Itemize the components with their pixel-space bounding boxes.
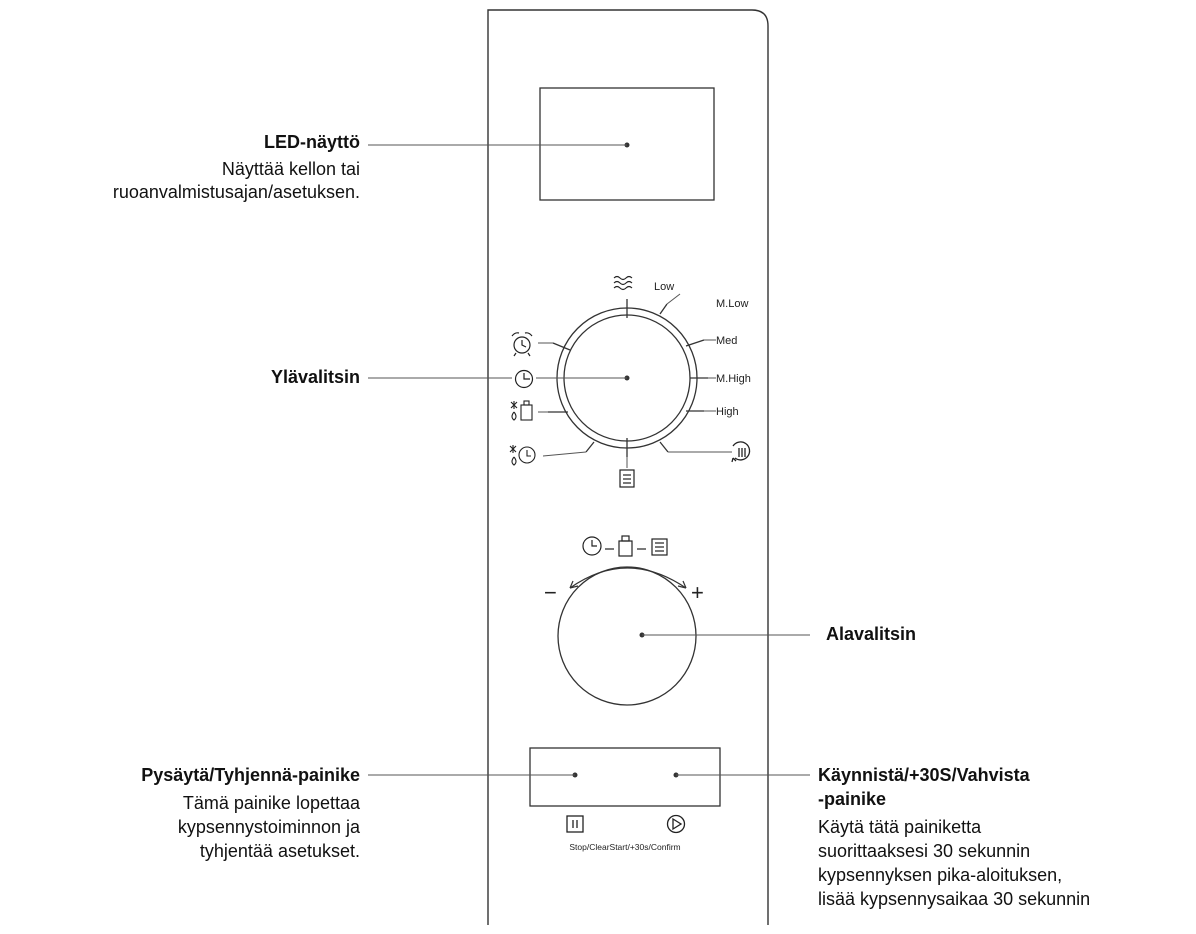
start-callout-line-2: suorittaaksesi 30 sekunnin (818, 841, 1031, 861)
control-panel-outline (487, 9, 769, 925)
weight-icon (618, 540, 633, 557)
start-callout-line-1: Käytä tätä painiketta (818, 817, 982, 837)
power-label-high: High (716, 406, 739, 418)
lower-dial-mode-icons (582, 535, 668, 557)
lower-dial (557, 566, 697, 706)
stop-callout-line-2: kypsennystoiminnon ja (177, 817, 360, 837)
stop-callout-line-1: Tämä painike lopettaa (182, 793, 360, 813)
minus-label: − (544, 580, 557, 605)
grill-combo-icon (731, 441, 751, 463)
upper-dial (538, 293, 732, 468)
led-callout-line-2: ruoanvalmistusajan/asetuksen. (112, 182, 360, 202)
button-strip (529, 747, 721, 807)
led-callout-line-1: Näyttää kellon tai (221, 159, 360, 179)
stop-callout-line-3: tyhjentää asetukset. (199, 841, 360, 861)
led-callout-title: LED-näyttö (264, 132, 360, 152)
start-callout-line-3: kypsennyksen pika-aloituksen, (818, 865, 1063, 885)
power-label-med: Med (716, 335, 737, 347)
menu-icon (619, 469, 635, 488)
alarm-clock-icon (511, 332, 533, 357)
weight-defrost-icon (510, 400, 533, 421)
clock-icon (514, 369, 534, 389)
lower-dial-callout-title: Alavalitsin (826, 624, 917, 644)
defrost-waves-icon (613, 275, 633, 291)
button-caption: Stop/ClearStart/+30s/Confirm (569, 842, 680, 852)
pause-icon (566, 815, 584, 833)
start-callout-line-4: lisää kypsennysaikaa 30 sekunnin (818, 889, 1091, 909)
led-display (539, 87, 715, 201)
power-label-low: Low (654, 281, 674, 293)
rotation-arrow (569, 567, 687, 589)
start-callout-title-1: Käynnistä/+30S/Vahvista (818, 765, 1030, 785)
menu-icon (651, 538, 668, 556)
stop-callout-title: Pysäytä/Tyhjennä-painike (141, 765, 360, 785)
play-icon (666, 814, 686, 834)
start-callout-title-2: -painike (818, 789, 887, 809)
clock-icon (582, 536, 602, 556)
upper-dial-callout-title: Ylävalitsin (270, 367, 360, 387)
power-label-mlow: M.Low (716, 298, 748, 310)
power-label-mhigh: M.High (716, 373, 751, 385)
plus-label: + (691, 580, 704, 605)
time-defrost-icon (509, 445, 536, 466)
